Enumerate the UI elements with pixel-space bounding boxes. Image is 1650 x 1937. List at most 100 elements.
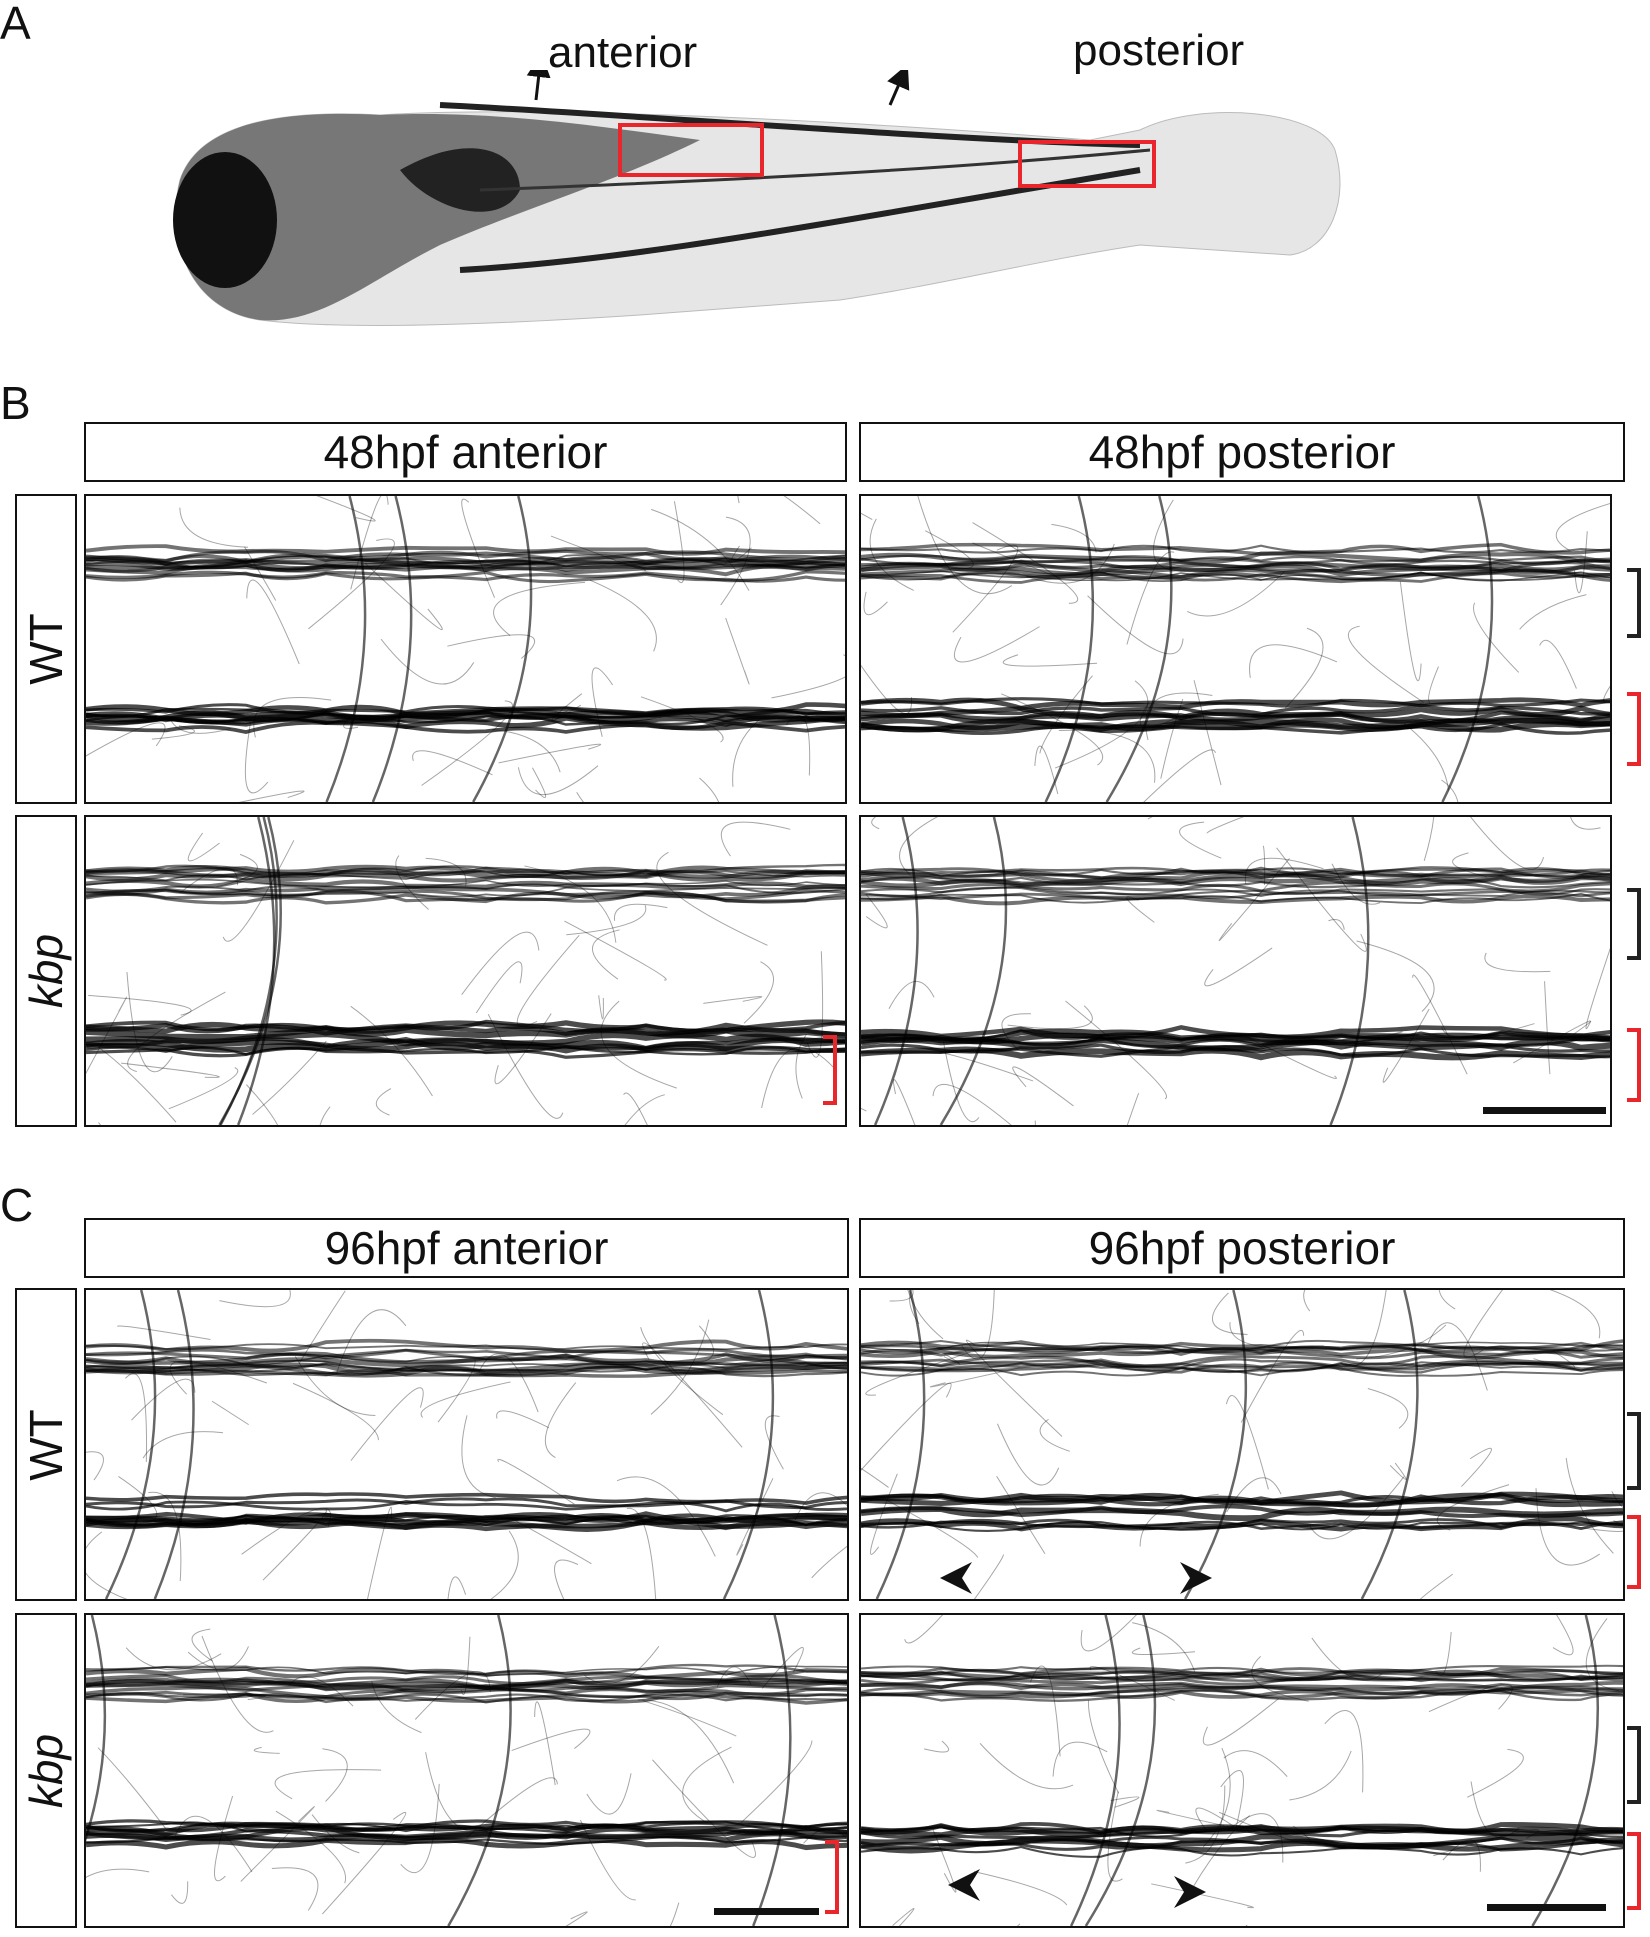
nerve-fiber (669, 1902, 680, 1926)
nerve-fiber (861, 866, 1610, 878)
nerve-fiber (319, 1106, 331, 1125)
nerve-fiber (86, 868, 845, 880)
nerve-fiber (169, 1360, 267, 1395)
nerve-fiber (1470, 1781, 1520, 1838)
nerve-fiber (1143, 749, 1216, 802)
row-label-wt-b: WT (15, 494, 77, 804)
nerve-fiber (169, 717, 232, 734)
nerve-fiber (475, 961, 523, 1014)
nerve-fiber (811, 1545, 847, 1579)
nerve-fiber (640, 696, 724, 743)
nerve-fiber (1084, 1615, 1157, 1926)
nerve-fiber (878, 1495, 979, 1558)
nerve-fiber (861, 1822, 1623, 1835)
nerve-fiber (1311, 1637, 1383, 1681)
nerve-fiber (1229, 1322, 1324, 1349)
nerve-fiber (591, 667, 614, 737)
nerve-fiber (761, 1646, 804, 1689)
nerve-fiber (492, 728, 561, 773)
nerve-fiber (86, 722, 166, 757)
nerve-fiber (961, 1290, 995, 1360)
nerve-fiber (953, 626, 1040, 663)
nerve-fiber (1202, 1747, 1231, 1848)
ventral-bracket (823, 1035, 837, 1105)
nerve-fiber (761, 1047, 835, 1109)
nerve-fiber (496, 1410, 550, 1429)
nerve-fiber (86, 1663, 847, 1676)
nerve-fiber (1193, 680, 1222, 785)
nerve-fiber (131, 1378, 196, 1421)
nerve-fiber (861, 892, 1610, 905)
nerve-fiber (241, 1507, 332, 1555)
nerve-fiber (1160, 698, 1184, 779)
nerve-fiber (720, 821, 791, 857)
nerve-fiber (367, 1506, 393, 1599)
nerve-fiber (861, 1045, 1610, 1059)
nerve-fiber (274, 1769, 382, 1800)
nerve-fiber (650, 508, 750, 591)
nerve-fiber (1179, 821, 1222, 859)
nerve-fiber (979, 1743, 1074, 1790)
scale-bar (714, 1908, 819, 1915)
nerve-fiber (86, 1666, 847, 1680)
nerve-fiber (642, 1700, 737, 1737)
nerve-fiber (447, 1615, 512, 1926)
nerve-fiber (191, 1628, 213, 1662)
nerve-fiber (1284, 627, 1324, 709)
nerve-fiber (736, 1478, 774, 1556)
nerve-fiber (1570, 817, 1601, 830)
nerve-fiber (151, 725, 195, 740)
nerve-fiber (1324, 1710, 1364, 1793)
nerve-fiber (240, 1806, 315, 1882)
nerve-fiber (238, 790, 305, 802)
nerve-fiber (412, 750, 493, 776)
nerve-fiber (1089, 1666, 1176, 1701)
nerve-fiber (171, 1881, 189, 1904)
nerve-fiber (1051, 523, 1097, 553)
row-label-wt-c: WT (15, 1288, 77, 1601)
nerve-fiber (566, 904, 647, 936)
nerve-fiber (973, 1553, 1004, 1599)
nerve-fiber (1470, 817, 1545, 870)
nerve-fiber (861, 886, 1610, 897)
nerve-fiber (86, 891, 845, 905)
nerve-fiber (142, 1431, 224, 1459)
nerve-fiber (737, 496, 821, 525)
nerve-fiber (1533, 1350, 1576, 1370)
nerve-fiber (861, 512, 873, 521)
nerve-fiber (425, 857, 467, 887)
nerve-fiber (86, 1365, 847, 1378)
nerve-fiber (1433, 1829, 1539, 1857)
nerve-fiber (1549, 1290, 1601, 1339)
nerve-fiber (179, 507, 249, 548)
nerve-fiber (117, 1325, 211, 1341)
nerve-fiber (589, 579, 657, 652)
nerve-fiber (1218, 1811, 1312, 1845)
nerve-fiber (148, 1491, 182, 1582)
panel-label-c: C (0, 1179, 34, 1231)
posterior-label: posterior (1073, 26, 1245, 75)
nerve-fiber (86, 1354, 847, 1366)
nerve-fiber (1132, 1622, 1196, 1672)
nerve-fiber (1087, 595, 1184, 655)
nerve-fiber (861, 664, 912, 715)
nerve-fiber (460, 1636, 471, 1695)
header-48hpf-anterior: 48hpf anterior (84, 422, 847, 482)
nerve-fiber (1002, 654, 1098, 667)
nerve-fiber (1328, 919, 1345, 930)
nerve-fiber (861, 1680, 1623, 1691)
micrograph-48hpf-posterior-kbp (859, 815, 1612, 1127)
nerve-fiber (917, 496, 1013, 595)
nerve-fiber (86, 878, 845, 889)
nerve-fiber (127, 991, 226, 1073)
nerve-fiber (86, 715, 845, 731)
nerve-fiber (97, 1747, 167, 1830)
nerve-fiber (1573, 531, 1588, 594)
nerve-fiber (1461, 1447, 1492, 1487)
anterior-region-box (618, 123, 764, 177)
dorsal-bracket (1627, 888, 1641, 960)
nerve-fiber (1467, 1748, 1524, 1798)
nerve-fiber (211, 1400, 249, 1426)
nerve-fiber (1309, 1476, 1405, 1540)
